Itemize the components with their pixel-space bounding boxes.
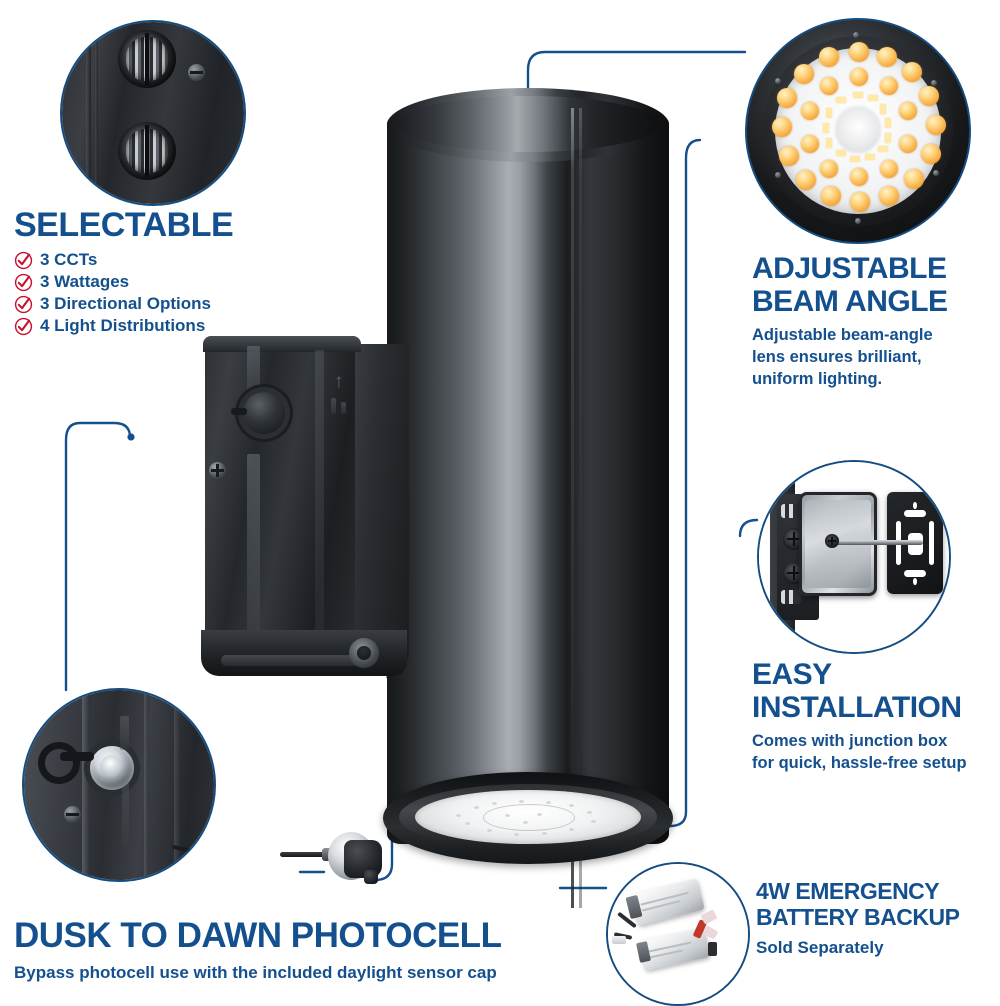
bracket-face-plate — [205, 336, 355, 671]
battery-note: Sold Separately — [756, 938, 884, 957]
list-item-label: 3 CCTs — [40, 250, 98, 269]
easy-install-body-line1: Comes with junction box — [752, 732, 948, 750]
photocell-screw — [64, 806, 81, 823]
rubber-cap-ring — [38, 742, 80, 784]
list-item: 3 Directional Options — [14, 294, 344, 314]
cylinder-top-cap — [387, 88, 669, 162]
rotary-switch-bottom — [118, 122, 176, 180]
rotary-switch-top — [118, 30, 176, 88]
beam-angle-body-line3: uniform lighting. — [752, 369, 883, 388]
cylinder-tube — [387, 114, 669, 844]
easy-install-title-line1: EASY — [752, 658, 832, 691]
battery-title-line1: 4W EMERGENCY — [756, 878, 940, 904]
beam-angle-title-line1: ADJUSTABLE — [752, 252, 947, 285]
cylinder-seam-secondary — [579, 108, 582, 908]
detail-circle-switches — [60, 20, 246, 206]
beam-angle-body-line1: Adjustable beam-angle — [752, 326, 933, 344]
mounting-bracket: ↑ — [195, 336, 410, 676]
check-circle-icon — [14, 251, 33, 270]
photocell-body: Bypass photocell use with the included d… — [14, 963, 497, 982]
photocell-title: DUSK TO DAWN PHOTOCELL — [14, 916, 502, 955]
photocell-lens — [90, 746, 134, 790]
lens-inner-ring — [482, 804, 576, 831]
mounting-screw — [831, 540, 923, 545]
check-circle-icon — [14, 273, 33, 292]
battery-callout: 4W EMERGENCY BATTERY BACKUP Sold Separat… — [756, 880, 1000, 959]
detail-circle-led-head — [745, 18, 971, 244]
battery-title-line2: BATTERY BACKUP — [756, 904, 960, 930]
detail-circle-photocell — [22, 688, 216, 882]
bracket-bolt-pad — [349, 638, 379, 668]
detail-circle-junction-box — [757, 460, 951, 654]
photocell-knob — [231, 392, 285, 434]
check-circle-icon — [14, 317, 33, 336]
bracket-side-panel — [347, 344, 409, 664]
list-item-label: 3 Wattages — [40, 272, 130, 291]
list-item-label: 4 Light Distributions — [40, 316, 206, 335]
selectable-title: SELECTABLE — [14, 206, 234, 244]
cylinder-light-body — [383, 88, 673, 908]
cylinder-bottom-bezel — [383, 772, 673, 864]
daylight-sensor-cap — [280, 826, 400, 906]
selectable-feature-list: 3 CCTs 3 Wattages 3 Dire — [14, 250, 344, 336]
photocell-callout: DUSK TO DAWN PHOTOCELL Bypass photocell … — [14, 918, 614, 984]
list-item: 4 Light Distributions — [14, 316, 344, 336]
easy-install-title-line2: INSTALLATION — [752, 691, 962, 724]
cylinder-seam — [571, 108, 574, 908]
beam-angle-title-line2: BEAM ANGLE — [752, 285, 948, 318]
bracket-screw — [209, 462, 226, 479]
selectable-callout: SELECTABLE 3 CCTs 3 Wattag — [14, 208, 344, 338]
beam-angle-callout: ADJUSTABLE BEAM ANGLE Adjustable beam-an… — [752, 254, 992, 390]
switch-plate-screw — [188, 64, 205, 81]
cylinder-top-cap-inner — [397, 96, 659, 152]
beam-angle-body-line2: lens ensures brilliant, — [752, 347, 922, 366]
list-item: 3 CCTs — [14, 250, 344, 270]
list-item: 3 Wattages — [14, 272, 344, 292]
detail-circle-battery-backup — [606, 862, 750, 1006]
easy-installation-callout: EASY INSTALLATION Comes with junction bo… — [752, 660, 998, 775]
bracket-top-lip — [203, 336, 361, 352]
easy-install-body-line2: for quick, hassle-free setup — [752, 753, 967, 772]
check-circle-icon — [14, 295, 33, 314]
up-arrow-marking: ↑ — [334, 371, 344, 392]
bottom-lens — [415, 790, 641, 844]
list-item-label: 3 Directional Options — [40, 294, 211, 313]
